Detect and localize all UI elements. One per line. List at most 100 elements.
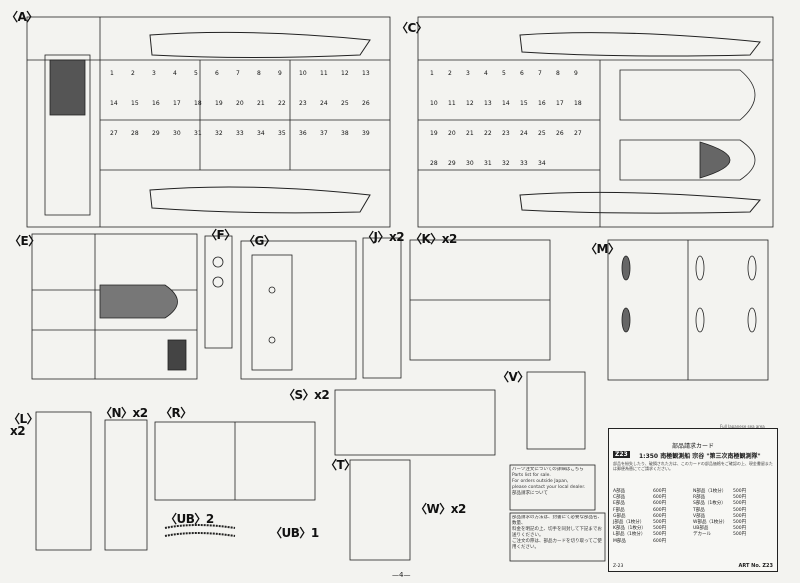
- A-part-number: 17: [173, 100, 181, 107]
- A-part-number: 2: [131, 70, 135, 77]
- sprue-label-l: 〈L〉: [8, 412, 39, 426]
- sprue-label-ub1: 〈UB〉1: [270, 526, 319, 540]
- C-part-number: 30: [466, 160, 474, 167]
- sprue-label-j: 〈J〉x2: [362, 230, 405, 244]
- A-part-number: 33: [236, 130, 244, 137]
- C-part-number: 23: [502, 130, 510, 137]
- A-part-number: 37: [320, 130, 328, 137]
- price-cell-d: 500円: [733, 507, 747, 513]
- A-part-number: 35: [278, 130, 286, 137]
- C-part-number: 24: [520, 130, 528, 137]
- price-cell-b: 600円: [653, 507, 667, 513]
- C-part-number: 19: [430, 130, 438, 137]
- price-cell-c: デカール: [693, 532, 711, 538]
- sprue-label-g: 〈G〉: [243, 234, 276, 248]
- A-part-number: 18: [194, 100, 202, 107]
- sprue-label-k: 〈K〉x2: [410, 232, 457, 246]
- A-part-number: 30: [173, 130, 181, 137]
- A-part-number: 4: [173, 70, 177, 77]
- A-part-number: 15: [131, 100, 139, 107]
- price-row: F部品 600円 T部品 500円: [613, 508, 773, 514]
- price-cell-a: L部品（1枚分）: [613, 532, 646, 538]
- price-cell-d: 500円: [733, 501, 747, 507]
- C-part-number: 22: [484, 130, 492, 137]
- parts-request-note: 部品請求の方法は、封書にて必要な部品名、数量、 料金を明記の上、切手を同封して下…: [512, 515, 602, 550]
- A-part-number: 38: [341, 130, 349, 137]
- sprue-label-f: 〈F〉: [205, 228, 236, 242]
- sprue-label-a: 〈A〉: [6, 10, 38, 24]
- sprue-label-m: 〈M〉: [585, 242, 620, 256]
- price-cell-c: S部品（1枚分）: [693, 501, 726, 507]
- sprue-label-ub2: 〈UB〉2: [165, 512, 214, 526]
- page-number: —4—: [392, 571, 411, 579]
- A-part-number: 21: [257, 100, 265, 107]
- price-cell-c: T部品: [693, 507, 705, 513]
- A-part-number: 7: [236, 70, 240, 77]
- A-part-number: 31: [194, 130, 202, 137]
- A-part-number: 25: [341, 100, 349, 107]
- price-cell-c: V部品: [693, 513, 706, 519]
- C-part-number: 27: [574, 130, 582, 137]
- C-part-number: 4: [484, 70, 488, 77]
- price-cell-b: 600円: [653, 495, 667, 501]
- C-part-number: 7: [538, 70, 542, 77]
- A-part-number: 23: [299, 100, 307, 107]
- price-cell-c: UB部品: [693, 526, 709, 532]
- parts-price-card: 部品請求カード Z23 1:350 南極観測船 宗谷 "第三次南極観測隊" 部品…: [608, 428, 778, 572]
- price-cell-c: [693, 539, 733, 545]
- sprue-label-n: 〈N〉x2: [100, 406, 148, 420]
- A-part-number: 8: [257, 70, 261, 77]
- A-part-number: 28: [131, 130, 139, 137]
- A-part-number: 34: [257, 130, 265, 137]
- price-cell-b: 500円: [653, 520, 667, 526]
- C-part-number: 10: [430, 100, 438, 107]
- price-cell-a: E部品: [613, 501, 625, 507]
- C-part-number: 20: [448, 130, 456, 137]
- A-part-number: 26: [362, 100, 370, 107]
- parts-order-note: パーツ注文についての詳細はこちら Parts list for sale. Fo…: [512, 467, 586, 496]
- price-cell-d: 500円: [733, 526, 747, 532]
- C-part-number: 15: [520, 100, 528, 107]
- price-cell-b: 600円: [653, 489, 667, 494]
- price-cell-a: F部品: [613, 507, 625, 513]
- C-part-number: 31: [484, 160, 492, 167]
- C-part-number: 33: [520, 160, 528, 167]
- A-part-number: 14: [110, 100, 118, 107]
- sprue-label-c: 〈C〉: [396, 21, 428, 35]
- C-part-number: 26: [556, 130, 564, 137]
- price-cell-a: J部品（1枚分）: [613, 520, 645, 526]
- price-cell-b: 600円: [653, 538, 667, 544]
- A-part-number: 27: [110, 130, 118, 137]
- C-part-number: 28: [430, 160, 438, 167]
- sprue-label-r: 〈R〉: [160, 406, 192, 420]
- A-part-number: 12: [341, 70, 349, 77]
- sprue-label-e: 〈E〉: [9, 234, 40, 248]
- price-cell-c: W部品（1枚分）: [693, 520, 728, 526]
- A-part-number: 9: [278, 70, 282, 77]
- C-part-number: 16: [538, 100, 546, 107]
- sprue-label-s: 〈S〉x2: [283, 388, 330, 402]
- price-card-header: 部品請求カード: [671, 443, 714, 450]
- A-part-number: 6: [215, 70, 219, 77]
- A-part-number: 36: [299, 130, 307, 137]
- C-part-number: 18: [574, 100, 582, 107]
- C-part-number: 29: [448, 160, 456, 167]
- C-part-number: 13: [484, 100, 492, 107]
- C-part-number: 6: [520, 70, 524, 77]
- price-cell-a: K部品（1枚分）: [613, 526, 646, 532]
- price-cell-d: [733, 539, 773, 545]
- price-cell-d: 500円: [733, 489, 747, 494]
- price-cell-a: G部品: [613, 513, 626, 519]
- A-part-number: 22: [278, 100, 286, 107]
- C-part-number: 21: [466, 130, 474, 137]
- price-cell-b: 500円: [653, 532, 667, 538]
- price-cell-b: 600円: [653, 513, 667, 519]
- C-part-number: 1: [430, 70, 434, 77]
